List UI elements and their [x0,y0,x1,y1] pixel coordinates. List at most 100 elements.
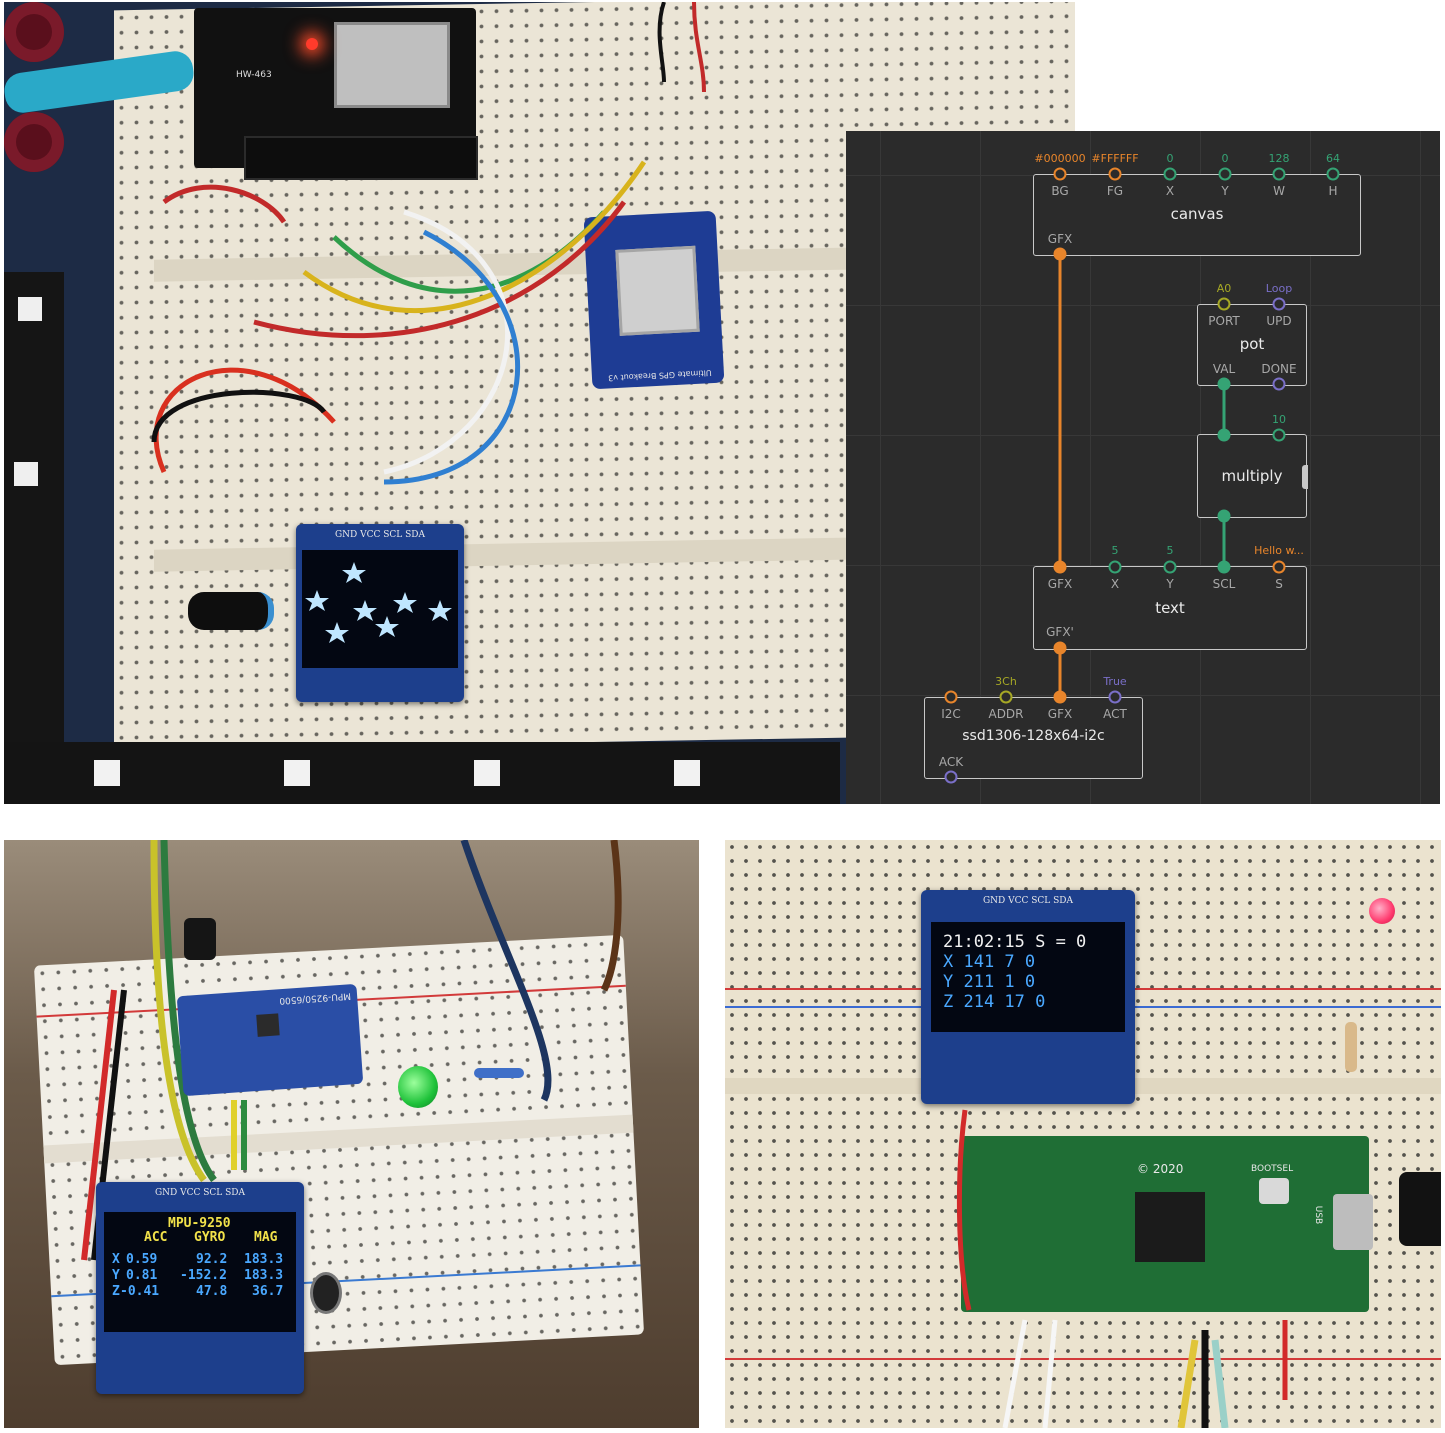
screen-header-acc: ACC [144,1230,168,1245]
pin-label-val: VAL [1212,362,1236,376]
sensor-chip [256,1013,280,1037]
pin-multiply-in-1[interactable] [1217,428,1231,442]
row-acc: 0.59 [126,1252,158,1267]
pin-w[interactable] [1272,167,1286,181]
pin-val-out[interactable] [1217,377,1231,391]
pin-x[interactable] [1163,167,1177,181]
screen-title: MPU-9250 [168,1216,231,1231]
pin-ack-out[interactable] [944,770,958,784]
resistor [1345,1022,1357,1072]
variadic-handle[interactable] [1302,465,1308,489]
pin-value-y: 0 [1221,152,1229,165]
pin-ssd-gfx[interactable] [1053,690,1067,704]
binding-post [4,2,64,62]
pin-text-s[interactable] [1272,560,1286,574]
pin-done-out[interactable] [1272,377,1286,391]
jumper-wires [81,840,622,1261]
esp32-board: HW-463 [194,8,478,180]
pin-y[interactable] [1218,167,1232,181]
row-mag: 183.3 [244,1252,284,1267]
screen-header-gyro: GYRO [194,1230,226,1245]
pin-value-text-x: 5 [1111,544,1119,557]
pin-header [244,136,478,180]
bootsel-button [1259,1178,1289,1204]
node-text[interactable]: text [1033,566,1307,650]
pin-label-w: W [1273,184,1285,198]
row-acc: 0.81 [126,1268,158,1283]
pin-text-gfx[interactable] [1053,560,1067,574]
pin-i2c[interactable] [944,690,958,704]
pin-label-fg: FG [1106,184,1124,198]
pin-h[interactable] [1326,167,1340,181]
pin-fg[interactable] [1108,167,1122,181]
row-gyro: 92.2 [196,1252,228,1267]
node-canvas[interactable]: canvas [1033,174,1361,256]
pin-value-text-s: Hello w... [1254,544,1304,557]
pin-text-gfx-out[interactable] [1053,641,1067,655]
photo-pico-breadboard: GND VCC SCL SDA 21:02:15 S = 0 X 141 7 0… [725,840,1441,1428]
capacitor [184,918,216,960]
pin-text-y[interactable] [1163,560,1177,574]
capacitor [310,1272,342,1314]
resistor [474,1068,524,1078]
mpu-sensor-board: MPU-9250/6500 [176,983,364,1097]
node-links [1058,254,1226,697]
row-gyro: 47.8 [196,1284,228,1299]
pin-value-fg: #FFFFFF [1091,152,1139,165]
jumper-wires [956,1109,1288,1428]
usb-cable [1399,1172,1441,1246]
pin-value-text-y: 5 [1166,544,1174,557]
jumper-wires [151,2,706,485]
row-axis: Z [112,1284,120,1299]
pin-multiply-out[interactable] [1217,509,1231,523]
pin-label-ack: ACK [938,755,964,769]
pin-value-bg: #000000 [1034,152,1086,165]
screen-line-y: Y 211 1 0 [943,972,1036,992]
pin-label-h: H [1328,184,1338,198]
pin-value-w: 128 [1268,152,1290,165]
ws2812-led [14,462,38,486]
oled-screen: 21:02:15 S = 0 X 141 7 0 Y 211 1 0 Z 214… [931,922,1125,1032]
pin-text-scl[interactable] [1217,560,1231,574]
node-title: text [1155,599,1185,617]
pin-canvas-gfx-out[interactable] [1053,247,1067,261]
screen-line-time: 21:02:15 S = 0 [943,932,1087,952]
pin-label-done: DONE [1261,362,1297,376]
xod-node-editor: canvas #000000 BG #FFFFFF FG 0 X 0 Y 128… [846,131,1440,804]
ws2812-led [94,760,120,786]
power-led [306,38,318,50]
oled-pin-header: GND VCC SCL SDA [154,1188,246,1198]
node-ssd1306[interactable]: ssd1306-128x64-i2c [924,697,1143,779]
led-strip [4,272,64,742]
pin-upd[interactable] [1272,297,1286,311]
oled-pin-header: GND VCC SCL SDA [982,896,1074,906]
red-led [1369,898,1395,924]
oled-display-stars: GND VCC SCL SDA [296,524,464,702]
power-rail-red [725,1358,1441,1360]
pin-bg[interactable] [1053,167,1067,181]
capacitor [188,592,274,630]
pin-value-port: A0 [1216,282,1232,295]
pin-text-x[interactable] [1108,560,1122,574]
row-acc: -0.41 [120,1284,160,1299]
screen-header-mag: MAG [254,1230,278,1245]
pin-value-h: 64 [1326,152,1340,165]
row-axis: Y [112,1268,120,1283]
rp2040-chip [1135,1192,1205,1262]
pin-value-x: 0 [1166,152,1174,165]
node-pot[interactable]: pot [1197,304,1307,386]
esp32-module [334,22,450,108]
star-graphics [305,562,452,643]
pin-value-act: True [1103,675,1127,688]
pin-addr[interactable] [999,690,1013,704]
node-title: ssd1306-128x64-i2c [962,728,1105,744]
node-multiply[interactable]: multiply [1197,434,1308,518]
raspberry-pi-pico: © 2020 BOOTSEL USB [961,1136,1373,1312]
node-title: canvas [1170,205,1224,223]
pin-port[interactable] [1217,297,1231,311]
pin-multiply-in-2[interactable] [1272,428,1286,442]
row-mag: 183.3 [244,1268,284,1283]
oled-display-mpu: GND VCC SCL SDA MPU-9250 ACC GYRO MAG X … [96,1182,304,1394]
pin-act[interactable] [1108,690,1122,704]
pin-label-canvas-gfx: GFX [1047,232,1073,246]
